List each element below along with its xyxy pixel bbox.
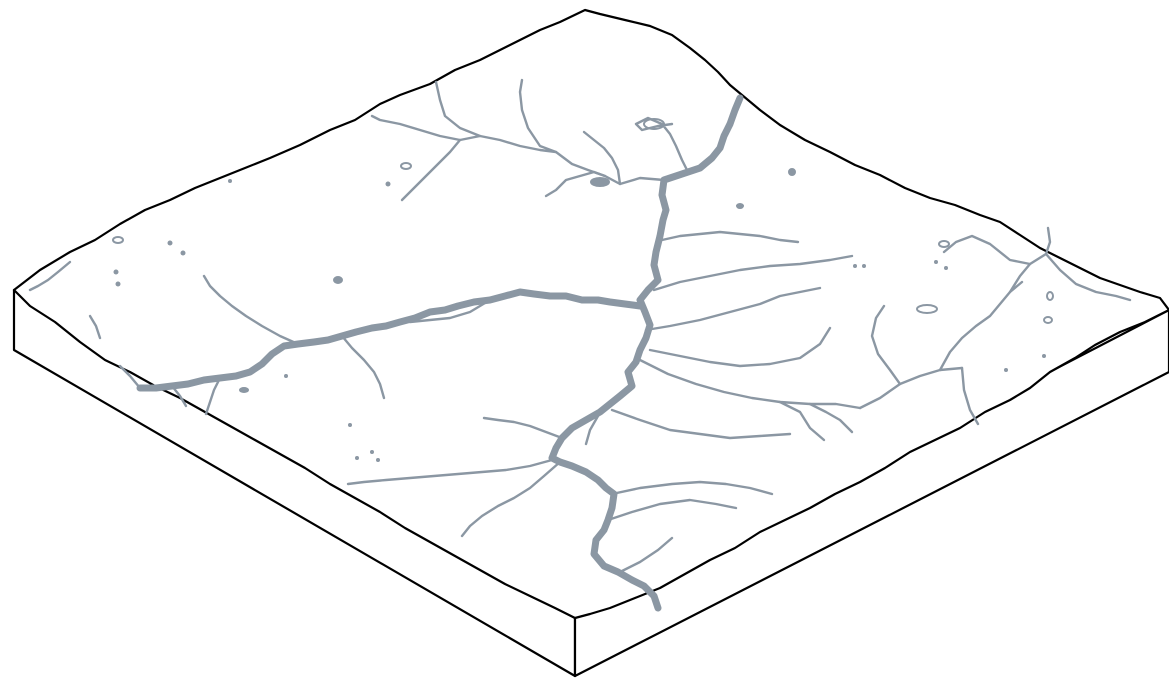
terrain-surface	[14, 10, 1169, 618]
pond	[934, 260, 938, 264]
pond	[240, 388, 248, 392]
pond	[228, 179, 232, 183]
pond	[181, 251, 186, 256]
pond	[853, 264, 857, 268]
pond	[386, 182, 391, 187]
pond	[114, 270, 119, 275]
pond	[284, 374, 288, 378]
pond	[737, 204, 743, 208]
pond	[862, 264, 866, 268]
pond	[376, 458, 380, 462]
pond	[355, 456, 359, 460]
pond	[116, 282, 121, 287]
pond	[789, 169, 795, 175]
pond	[1004, 368, 1008, 372]
pond	[168, 241, 173, 246]
pond	[370, 450, 374, 454]
pond	[944, 266, 948, 270]
pond	[591, 178, 609, 186]
pond	[334, 277, 342, 283]
pond	[348, 423, 352, 427]
pond	[1042, 354, 1046, 358]
